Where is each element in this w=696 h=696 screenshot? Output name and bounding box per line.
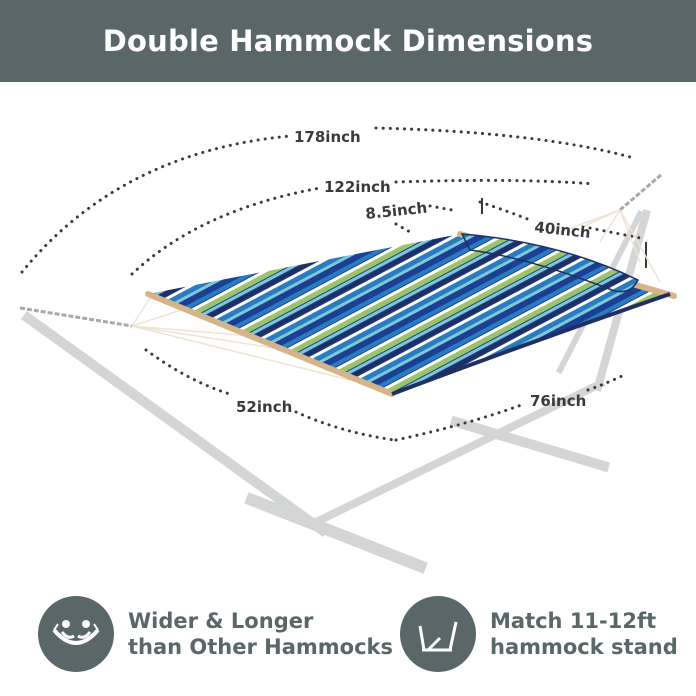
bed-length-label: 122inch bbox=[324, 178, 391, 196]
feature-stand-match: Match 11-12ft hammock stand bbox=[400, 596, 678, 672]
total-length-label: 178inch bbox=[294, 128, 361, 146]
feature-2-line-1: Match 11-12ft bbox=[490, 609, 657, 633]
feature-2-line-2: hammock stand bbox=[490, 635, 678, 659]
pillow-depth-label: 8.5inch bbox=[365, 199, 429, 223]
feature-wider-longer: Wider & Longer than Other Hammocks bbox=[38, 596, 393, 672]
hammock-illustration: 178inch 122inch 8.5inch 40inch 52inch 76… bbox=[19, 126, 677, 574]
stand-width-label: 52inch bbox=[236, 398, 292, 416]
dimension-lines bbox=[20, 126, 642, 442]
page-title: Double Hammock Dimensions bbox=[102, 24, 594, 58]
hammock-pillow bbox=[460, 233, 640, 293]
feature-1-line-2: than Other Hammocks bbox=[128, 635, 394, 659]
hammock-ropes bbox=[19, 172, 663, 381]
bed-width-label: 40inch bbox=[534, 218, 592, 242]
hammock-stand-icon bbox=[400, 596, 476, 672]
hammock-scene: 178inch 122inch 8.5inch 40inch 52inch 76… bbox=[0, 82, 696, 582]
hammock-bed bbox=[145, 231, 677, 397]
header-banner: Double Hammock Dimensions bbox=[0, 0, 696, 82]
hammock-people-icon bbox=[38, 596, 114, 672]
stand-height-label: 76inch bbox=[530, 392, 586, 410]
feature-1-line-1: Wider & Longer bbox=[128, 609, 314, 633]
dimension-ticks bbox=[481, 198, 647, 268]
